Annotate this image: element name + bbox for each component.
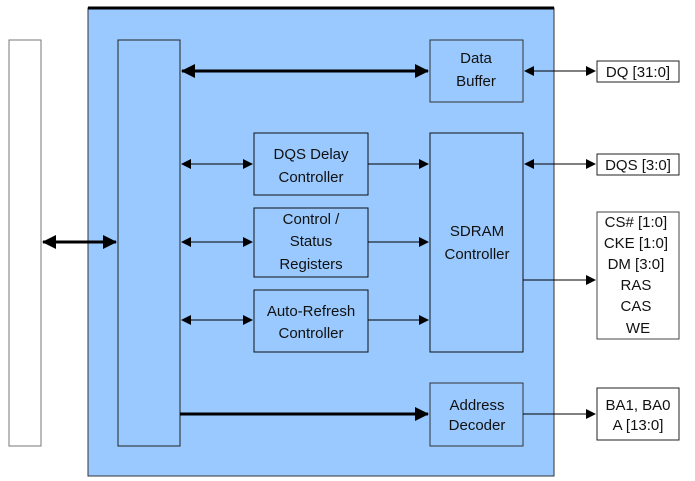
bus-interface-block: [117, 39, 181, 447]
control-signals-label: CS# [1:0] CKE [1:0] DM [3:0] RAS CAS WE: [604, 214, 672, 337]
dqs-signal-box: [596, 153, 680, 176]
dq-signal-box: [596, 60, 680, 83]
auto-refresh-controller-block: [253, 289, 369, 353]
address-signals-box: [596, 387, 680, 441]
control-signals-box: [596, 211, 680, 340]
host-bus-block: [8, 39, 42, 447]
dq-signal-label: DQ [31:0]: [606, 64, 670, 81]
address-decoder-block: [429, 382, 524, 447]
sdram-controller-block: [429, 132, 524, 353]
dqs-delay-controller-block: [253, 132, 369, 196]
dqs-signal-label: DQS [3:0]: [605, 157, 671, 174]
data-buffer-block: [429, 39, 524, 103]
